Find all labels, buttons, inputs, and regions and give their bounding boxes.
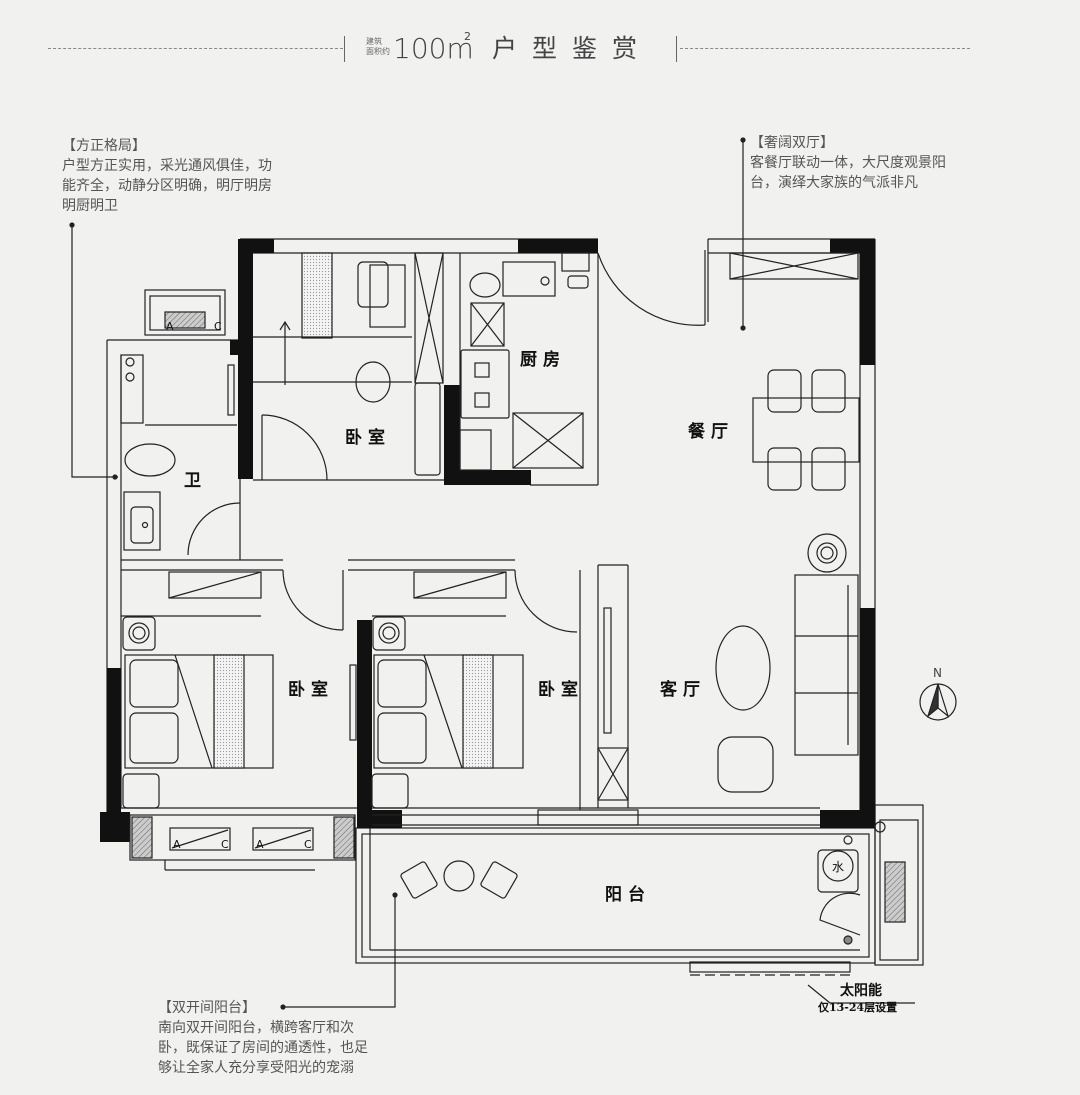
room-label-living: 客厅 <box>659 679 706 700</box>
annotation-double-hall: 【奢阔双厅】 客餐厅联动一体，大尺度观景阳 台，演绎大家族的气派非凡 <box>750 133 990 193</box>
living-furniture <box>597 533 859 801</box>
header-dashed-rule-left <box>48 48 343 49</box>
s-bedroom-furniture <box>349 571 524 809</box>
annotation-layout: 【方正格局】 户型方正实用，采光通风俱佳，功 能齐全，动静分区明确，明厅明房 明… <box>62 136 302 216</box>
area-value: 100m <box>393 32 474 65</box>
room-label-kitchen: 厨房 <box>520 349 566 370</box>
annotation-line: 客餐厅联动一体，大尺度观景阳 <box>750 155 946 171</box>
ac-label-a: A <box>173 838 181 851</box>
structural-walls <box>100 239 875 842</box>
annotation-line: 能齐全，动静分区明确，明厅明房 <box>62 178 272 194</box>
outer-walls <box>106 238 924 976</box>
ac-label-c: C <box>214 320 222 333</box>
ac-label-a: A <box>256 838 264 851</box>
annotation-heading: 【双开间阳台】 <box>158 1000 256 1016</box>
annotation-balcony: 【双开间阳台】 南向双开间阳台，横跨客厅和次 卧，既保证了房间的通透性，也足 够… <box>158 998 408 1078</box>
room-label-bedroom-s: 卧室 <box>538 679 584 700</box>
annotation-line: 卧，既保证了房间的通透性，也足 <box>158 1040 368 1056</box>
annotation-line: 南向双开间阳台，横跨客厅和次 <box>158 1020 354 1036</box>
north-bedroom-furniture <box>253 252 444 476</box>
header-dashed-rule-right <box>680 48 970 49</box>
solar-title: 太阳能 <box>840 983 882 999</box>
dining-furniture <box>729 252 860 491</box>
doors <box>187 250 861 936</box>
solar-note: 仅13-24层设置 <box>818 1001 898 1014</box>
area-unit-superscript: 2 <box>464 30 471 43</box>
water-heater-label: 水 <box>832 860 844 874</box>
sw-bedroom-furniture <box>121 571 274 809</box>
room-labels: 卧室 卫 厨房 餐厅 卧室 卧室 客厅 阳台 <box>184 349 734 905</box>
bathroom-fixtures <box>120 289 237 551</box>
annotation-heading: 【方正格局】 <box>62 138 146 154</box>
ac-label-c: C <box>221 838 229 851</box>
header-tick-left <box>344 36 345 62</box>
annotation-line: 户型方正实用，采光通风俱佳，功 <box>62 158 272 174</box>
room-label-balcony: 阳台 <box>605 884 651 905</box>
room-label-bedroom-sw: 卧室 <box>288 679 334 700</box>
annotation-line: 够让全家人充分享受阳光的宠溺 <box>158 1060 354 1076</box>
header-tick-right <box>676 36 677 62</box>
ac-bay <box>129 814 356 871</box>
page-header: 建筑 面积约 100m 2 户型鉴赏 <box>0 28 1080 74</box>
ac-label-c: C <box>304 838 312 851</box>
compass-north-label: N <box>933 666 942 680</box>
room-label-bedroom-north: 卧室 <box>345 427 391 448</box>
page-title: 户型鉴赏 <box>492 34 653 63</box>
annotation-line: 明厨明卫 <box>62 198 118 214</box>
kitchen-fixtures <box>459 252 590 471</box>
annotation-heading: 【奢阔双厅】 <box>750 135 834 151</box>
area-caption-line1: 建筑 <box>366 37 382 46</box>
ac-label-a: A <box>166 320 174 333</box>
equipment-labels: A C A C A C 水 N <box>166 320 942 874</box>
compass-icon <box>919 683 957 721</box>
annotation-line: 台，演绎大家族的气派非凡 <box>750 175 918 191</box>
balcony-furniture <box>400 821 906 945</box>
room-label-bathroom: 卫 <box>184 471 207 491</box>
area-caption: 建筑 面积约 <box>366 37 396 57</box>
room-label-dining: 餐厅 <box>688 421 734 442</box>
area-caption-line2: 面积约 <box>366 47 390 56</box>
leader-lines <box>69 137 915 1010</box>
